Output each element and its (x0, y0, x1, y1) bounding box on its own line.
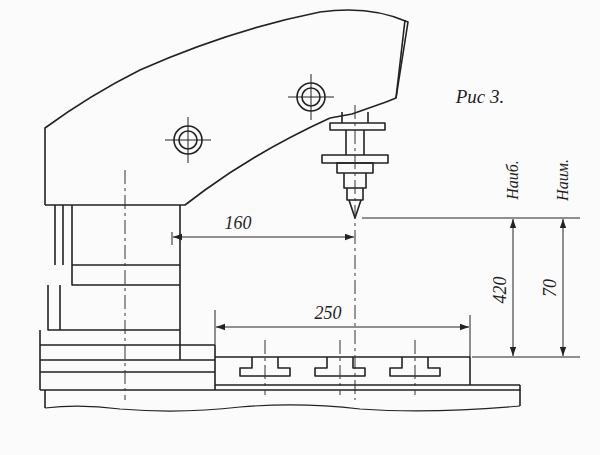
figure-label: Рис 3. (456, 87, 505, 106)
limit-label: Наиб. (505, 160, 521, 200)
limit-label: Наим. (555, 159, 571, 201)
dimension-value: 420 (490, 277, 508, 304)
dimension-value: 70 (541, 279, 559, 297)
dimension-value: 250 (315, 304, 342, 322)
dimension-value: 160 (225, 214, 252, 232)
